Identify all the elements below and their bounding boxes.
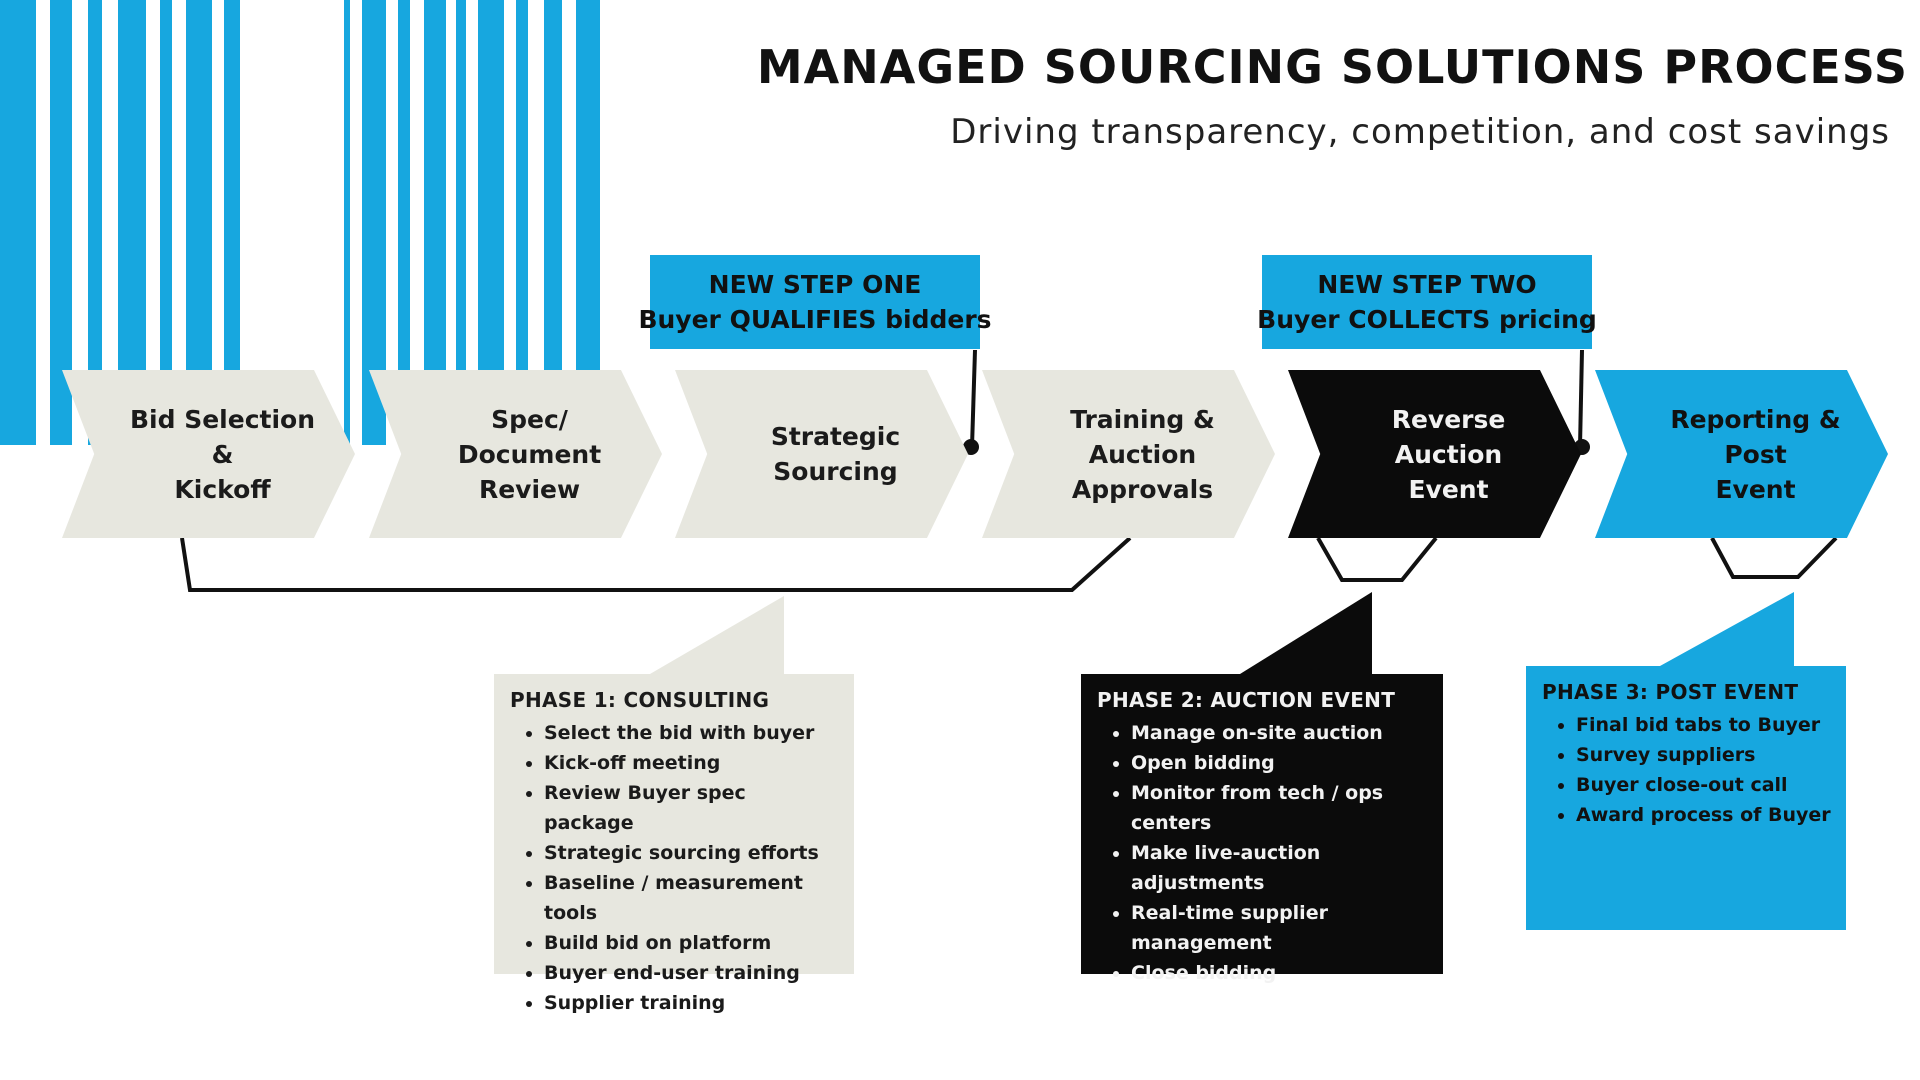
page-title: MANAGED SOURCING SOLUTIONS PROCESS [756,40,1908,94]
list-item: Strategic sourcing efforts [544,838,842,868]
new-step-one-box: NEW STEP ONE Buyer QUALIFIES bidders [638,255,992,349]
list-item: Final bid tabs to Buyer [1576,710,1834,740]
list-item: Award process of Buyer [1576,800,1834,830]
list-item: Select the bid with buyer [544,718,842,748]
step-one-connector-dot [963,439,979,455]
phase-1-box: PHASE 1: CONSULTING Select the bid with … [494,674,854,1014]
new-step-one-title: NEW STEP ONE [708,270,922,299]
list-item: Review Buyer spec package [544,778,842,838]
list-item: Real-time supplier management [1131,898,1431,958]
list-item: Buyer end-user training [544,958,842,988]
phase-3-list: Final bid tabs to Buyer Survey suppliers… [1542,710,1834,830]
phase2-bracket-line [1316,536,1438,582]
phase1-callout-pointer [650,596,784,680]
new-step-two-box: NEW STEP TWO Buyer COLLECTS pricing [1257,255,1597,349]
process-step-label: Bid Selection & Kickoff [129,404,316,504]
phase-3-box: PHASE 3: POST EVENT Final bid tabs to Bu… [1526,666,1846,930]
process-step-bid-selection: Bid Selection & Kickoff [62,370,355,538]
process-step-reverse-auction: Reverse Auction Event [1288,370,1581,538]
new-step-two-description: Buyer COLLECTS pricing [1257,305,1597,334]
list-item: Supplier training [544,988,842,1018]
phase-2-box: PHASE 2: AUCTION EVENT Manage on-site au… [1081,674,1443,984]
step-two-connector [1578,349,1584,448]
list-item: Open bidding [1131,748,1431,778]
list-item: Close bidding [1131,958,1431,988]
process-step-label: Training & Auction Approvals [1070,404,1215,504]
list-item: Buyer close-out call [1576,770,1834,800]
phase-1-list: Select the bid with buyer Kick-off meeti… [510,718,842,1018]
list-item: Survey suppliers [1576,740,1834,770]
list-item: Make live-auction adjustments [1131,838,1431,898]
process-step-reporting: Reporting & Post Event [1595,370,1888,538]
list-item: Kick-off meeting [544,748,842,778]
phase2-callout-pointer [1240,592,1372,680]
phase-2-title: PHASE 2: AUCTION EVENT [1097,688,1396,712]
step-one-connector [970,349,977,448]
process-step-label: Strategic Sourcing [770,422,901,486]
list-item: Manage on-site auction [1131,718,1431,748]
new-step-two-title: NEW STEP TWO [1317,270,1537,299]
phase1-bracket-line [180,536,1132,592]
list-item: Baseline / measurement tools [544,868,842,928]
page-subtitle: Driving transparency, competition, and c… [950,112,1890,152]
process-step-strategic-sourcing: Strategic Sourcing [675,370,968,538]
process-step-label: Reporting & Post Event [1670,404,1841,504]
list-item: Build bid on platform [544,928,842,958]
phase3-bracket-line [1710,536,1838,579]
new-step-one-description: Buyer QUALIFIES bidders [638,305,992,334]
list-item: Monitor from tech / ops centers [1131,778,1431,838]
process-step-label: Reverse Auction Event [1391,404,1506,504]
phase-1-title: PHASE 1: CONSULTING [510,688,770,712]
phase-2-list: Manage on-site auction Open bidding Moni… [1097,718,1431,988]
phase-3-title: PHASE 3: POST EVENT [1542,680,1799,704]
process-step-spec-review: Spec/ Document Review [369,370,662,538]
process-step-training-approvals: Training & Auction Approvals [982,370,1275,538]
phase3-callout-pointer [1660,592,1794,670]
process-step-label: Spec/ Document Review [457,404,602,504]
